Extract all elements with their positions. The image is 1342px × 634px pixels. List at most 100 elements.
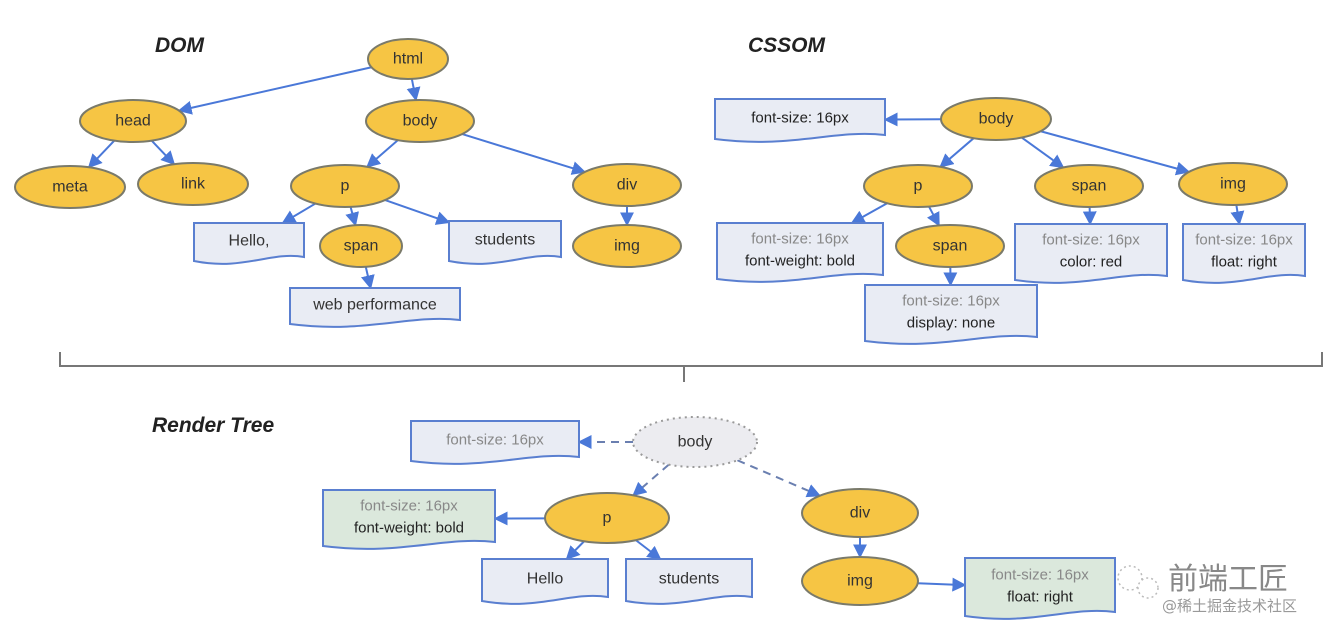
node-label: body [403,113,438,130]
node-label: Hello, [229,233,270,250]
cssom-node-span2: span [895,224,1005,268]
dom-edge-p-to-span [345,206,359,227]
dom-edge-p-to-hello [281,202,316,224]
text-node-shape [193,222,305,265]
node-label: body [678,434,713,451]
element-node-shape [290,164,400,208]
render-tree-title: Render Tree [152,414,274,437]
style-box-shape [410,420,580,465]
style-box-shape [716,222,884,283]
cssom-edge-p-to-span2 [926,206,940,227]
text-node-shape [481,558,609,605]
node-label: html [393,51,423,68]
render-tree-style-rule-img: font-size: 16px float: right [964,557,1116,620]
cssom-edge-p-to-r_p [850,202,888,224]
node-label: link [181,176,206,193]
cssom-node-img: img [1178,162,1288,206]
dom-title: DOM [155,34,205,57]
node-label: p [341,178,350,195]
style-box-shape [1014,223,1168,284]
dom-node-html: html [367,38,449,80]
style-box-shape [964,557,1116,620]
inherited-style: font-size: 16px [751,231,849,248]
render-tree-node-students: students [625,558,753,605]
node-label: span [344,238,379,255]
inherited-style: font-size: 16px [991,567,1089,584]
text-node-shape [289,287,461,328]
dom-node-span: span [319,224,403,268]
render-tree-edge-p-to-students [635,539,662,560]
merge-bracket [59,352,1323,367]
cssom-node-p: p [863,164,973,208]
element-node-shape [863,164,973,208]
dom-node-link: link [137,162,249,206]
element-node-shape [137,162,249,206]
element-node-shape [14,165,126,209]
element-node-shape [79,99,187,143]
cssom-edge-img-to-r_img [1230,204,1245,226]
text-node-shape [625,558,753,605]
own-style: font-weight: bold [354,520,464,537]
cssom-style-rule-body: font-size: 16px [714,98,886,143]
node-label: img [614,238,640,255]
element-node-shape [365,99,475,143]
dom-edge-span-to-webperf [360,266,375,290]
render-tree-node-body: body [632,416,758,468]
edges-layer [87,66,1245,592]
dom-edge-body-to-p [366,139,399,168]
cssom-edge-body-to-p [939,137,975,168]
dom-node-webperf: web performance [289,287,461,328]
own-style: font-size: 16px [751,110,849,127]
cssom-title: CSSOM [748,34,826,57]
style-box-shape [322,489,496,550]
own-style: float: right [1007,589,1074,606]
cssom-node-span1: span [1034,164,1144,208]
style-box-shape [714,98,886,143]
cssom-node-body: body [940,97,1052,141]
dom-edge-html-to-head [177,66,372,115]
render-tree-edge-body-to-div [736,459,822,498]
dom-node-img: img [572,224,682,268]
node-label: Hello [527,571,564,588]
node-label: head [115,113,151,130]
dom-edge-body-to-div [461,133,587,175]
element-node-shape [1178,162,1288,206]
inherited-style: font-size: 16px [902,293,1000,310]
inherited-style: font-size: 16px [360,498,458,515]
dom-node-div: div [572,163,682,207]
inherited-style: font-size: 16px [1195,232,1293,249]
render-tree-edge-body-to-p [632,463,670,497]
cssom-edge-body-to-img [1040,130,1191,176]
own-style: color: red [1060,254,1123,271]
node-label: students [475,232,535,249]
render-tree-node-div: div [801,488,919,538]
wechat-icon [1117,565,1159,599]
render-tree-style-rule-p: font-size: 16px font-weight: bold [322,489,496,550]
element-node-shape [940,97,1052,141]
node-label: img [1220,176,1246,193]
element-node-shape [572,224,682,268]
style-box-shape [1182,223,1306,284]
cssom-edge-span1-to-r_span1 [1082,206,1097,226]
dom-node-hello: Hello, [193,222,305,265]
render-tree-style-rule-body: font-size: 16px [410,420,580,465]
watermark: 前端工匠 @稀土掘金技术社区 [1117,562,1297,615]
node-label: p [603,510,612,527]
render-tree-node-img: img [801,556,919,606]
text-node-shape [448,220,562,265]
dom-edge-head-to-link [150,139,176,166]
ghost-node-shape [632,416,758,468]
element-node-shape [801,556,919,606]
render-tree-edge-p-to-hello [565,540,585,560]
render-tree-node-hello: Hello [481,558,609,605]
render-tree-edge-img-to-r_img [917,577,967,592]
element-node-shape [801,488,919,538]
node-label: span [1072,178,1107,195]
dom-edge-head-to-meta [87,139,115,169]
node-label: body [979,111,1014,128]
